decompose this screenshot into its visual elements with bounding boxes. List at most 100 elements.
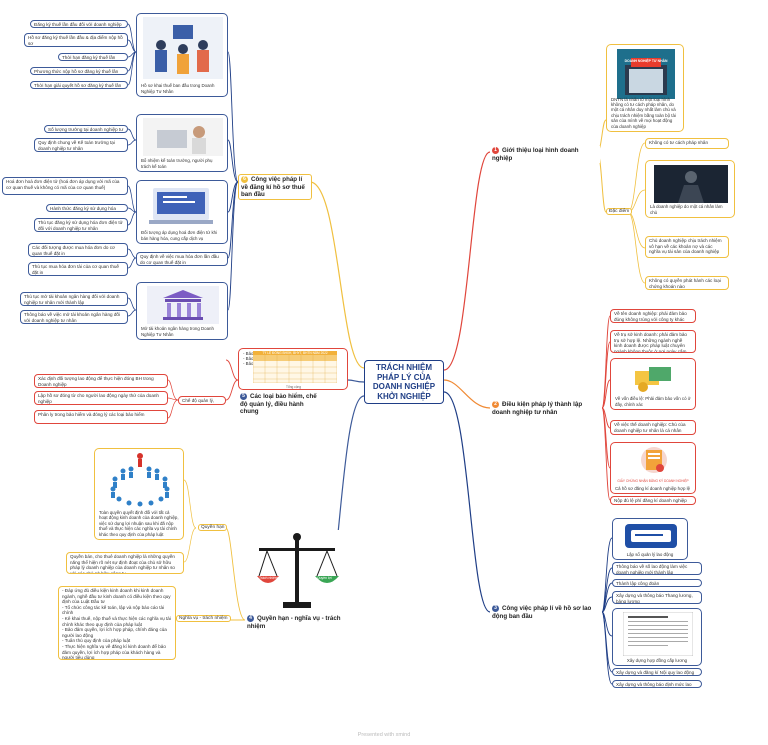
capital-caption: Về vốn điều lệ: Phải đảm bảo vốn có ở đâ… [615,396,691,407]
tax-item[interactable]: Thủ tục mở tài khoản ngân hàng đối với d… [20,292,128,306]
connector-root-b2 [443,379,491,409]
insurance-card[interactable]: - Bảo hiểm xã hội (BHXH) - Bảo hiểm y tế… [238,348,348,390]
tax-item[interactable]: Số lượng trưởng tại doanh nghiệp tư nhân [44,125,128,133]
connector-root-b3 [443,391,491,613]
tax-card-5-caption: Mở tài khoản ngân hàng trong Doanh Nghiệ… [141,326,214,337]
registration-card[interactable]: GIẤY CHỨNG NHẬN ĐĂNG KÝ DOANH NGHIỆP Cả … [610,442,696,494]
duty-item: - Đáp ứng đủ điều kiện kinh doanh khi ki… [62,588,171,605]
rights-item[interactable]: Quyền bán, cho thuê doanh nghiệp là nhữn… [66,552,184,574]
tax-card-2[interactable]: Bổ nhiệm kế toán trưởng, người phụ trách… [136,114,228,172]
feature-caption-owner: Là doanh nghiệp do một cá nhân làm chủ [650,204,723,215]
tax-item[interactable]: Phương thức nộp hồ sơ đăng ký thuế lần đ… [30,67,128,75]
insurance-table: TỶ LỆ ĐÓNG BHXH, BHYT, BHTN NĂM 2022 [253,351,337,387]
tax-people-illustration [143,17,223,79]
company-sign-illustration [617,49,675,99]
feature-item[interactable]: Chủ doanh nghiệp chịu trách nhiệm vô hạn… [645,236,729,258]
footer-credit: Presented with xmind [357,732,411,738]
certificate-text: GIẤY CHỨNG NHẬN ĐĂNG KÝ DOANH NGHIỆP [617,479,689,483]
condition-item[interactable]: Về việc thế doanh nghiệp: Chủ của doanh … [610,420,696,435]
feature-card-owner[interactable]: Là doanh nghiệp do một cá nhân làm chủ [645,160,735,218]
management-item[interactable]: Xác định đối tượng lao động để thực hiện… [34,374,168,388]
connector-root-b5 [347,379,365,383]
duties-label[interactable]: Nghĩa vụ - trách nhiệm [176,615,231,622]
condition-item[interactable]: Về tên doanh nghiệp: phải đảm bảo đúng k… [610,309,696,323]
tax-card-1[interactable]: Hồ sơ khai thuế ban đầu trong Doanh Nghi… [136,13,228,97]
branch-3-title: Công việc pháp lí về hồ sơ lao động ban … [492,605,592,620]
insurance-table-note: Tổng cộng [286,385,302,389]
root-topic[interactable]: TRÁCH NHIỆM PHÁP LÝ CỦA DOANH NGHIỆP KHỞ… [364,360,444,404]
management-item[interactable]: Phân ly trong bảo hiểm và đóng lý các lo… [34,410,168,424]
branch-number-badge: 3 [492,605,499,612]
money-illustration [635,367,671,392]
intro-card[interactable]: DOANH NGHIỆP TƯ NHÂN DNTN là nhân tố một… [606,44,684,132]
duty-item: - Thực hiện nghĩa vụ về đăng kí kinh doa… [62,643,166,660]
branch-number-badge: 5 [240,393,247,400]
duties-list[interactable]: - Đáp ứng đủ điều kiện kinh doanh khi ki… [58,586,176,660]
duty-item: - Bảo đảm quyền, lợi ích hợp pháp, chính… [62,627,167,638]
management-label[interactable]: Chế độ quản lý, điều hành chung [178,396,226,405]
labor-item[interactable]: Thông báo về số lao động làm việc doanh … [612,562,702,575]
scale-right-text: Quyền lợi [317,576,332,580]
feature-item[interactable]: Không có quyền phát hành các loại chứng … [645,276,729,290]
labor-item[interactable]: Xây dựng và thông báo Thang lương, bảng … [612,591,702,604]
tax-card-2-caption: Bổ nhiệm kế toán trưởng, người phụ trách… [141,158,213,169]
e-invoice-illustration [149,188,213,224]
contract-caption: Xây dựng hợp đồng cấp lương [626,657,688,663]
rights-scale-card[interactable]: Trách nhiệm Quyền lợi [245,530,349,622]
crowd-leader-illustration [110,453,170,507]
condition-item[interactable]: Nộp đủ lệ phí đăng kí doanh nghiệp [610,496,696,505]
tax-item[interactable]: Hồ sơ đăng ký thuế lần đầu & địa điểm nộ… [24,33,128,47]
intro-sign-text: DOANH NGHIỆP TƯ NHÂN [624,59,668,63]
labor-item[interactable]: Xây dựng và đăng kí Nội quy lao động [612,668,702,676]
insurance-table-grid [253,355,337,383]
management-item[interactable]: Lập hồ sơ đóng từ cho người lao động ngà… [34,391,168,405]
duty-item: - Tổ chức công tác kế toán, lập và nộp b… [62,604,165,616]
duty-item: - Kê khai thuế, nộp thuế và thực hiện cá… [62,615,171,627]
branch-6-title: Công việc pháp lí về đăng kí hồ sơ thuế … [241,176,305,198]
rights-label[interactable]: Quyền hạn [198,524,228,531]
features-label[interactable]: Đặc điểm [606,208,633,215]
connector-root-b1 [443,151,491,371]
contract-card[interactable]: Xây dựng hợp đồng cấp lương [612,608,702,666]
branch-number-badge: 4 [247,615,254,622]
bank-illustration [147,286,219,324]
tax-invoice-purchase-label[interactable]: Quy định về việc mua hóa đơn lần đầu do … [136,252,228,266]
tax-item[interactable]: Đăng ký thuế lần đầu đối với doanh nghiệ… [30,20,128,28]
tax-item[interactable]: Thủ tục đăng ký sử dụng hóa đơn điện tử … [34,218,128,232]
labor-book-card[interactable]: Lập sổ quản lý lao động [612,518,688,560]
scale-illustration [257,533,339,608]
tax-item[interactable]: Quy định chung về Kế toán trưởng tại doa… [34,138,128,152]
tax-card-1-caption: Hồ sơ khai thuế ban đầu trong Doanh Nghi… [141,83,215,94]
branch-1-title: Giới thiệu loại hình doanh nghiệp [492,147,579,162]
condition-item[interactable]: Về trụ sở kinh doanh: phải đảm bảo trụ s… [610,330,696,353]
labor-book-illustration [625,524,677,548]
rights-card[interactable]: Toàn quyền quyết định đối với tất cả hoạ… [94,448,184,540]
tax-item[interactable]: Thời hạn giải quyết hồ sơ đăng ký thuế l… [30,81,128,89]
tax-card-5[interactable]: Mở tài khoản ngân hàng trong Doanh Nghiệ… [136,282,228,340]
feature-item[interactable]: Không có tư cách pháp nhân [645,138,729,149]
connector-root-b6 [309,181,365,369]
intro-caption: DNTN là nhân tố một loại hình không có t… [611,96,676,129]
branch-number-badge: 6 [241,176,248,183]
branch-number-badge: 1 [492,147,499,154]
tax-item[interactable]: Thông báo về việc mở tài khoản ngân hàng… [20,310,128,324]
registration-caption: Cả hồ sơ đăng kí doanh nghiệp hợp lệ [615,485,691,491]
labor-item[interactable]: Thành lập công đoàn [612,579,702,587]
certificate-illustration [641,447,667,473]
tax-item[interactable]: Hoá đơn hoá đơn điện tử (hoá đơn áp dụng… [2,177,128,195]
branch-4-title: Quyền hạn - nghĩa vụ - trách nhiệm [247,615,341,630]
insurance-table-title: TỶ LỆ ĐÓNG BHXH, BHYT, BHTN NĂM 2022 [253,351,337,355]
tax-item[interactable]: Các đối tượng được mua hóa đơn do cơ qua… [28,243,128,257]
tax-item[interactable]: Thủ tục mua hóa đơn tài của cơ quan thuế… [28,262,128,276]
labor-item[interactable]: Xây dựng và thông báo định mức lao động [612,680,702,688]
tax-item[interactable]: Hành thức đăng ký sử dụng hóa đơn điện t… [46,204,128,212]
tax-item[interactable]: Thời hạn đăng ký thuế lần đầu [58,53,128,61]
capital-card[interactable]: Về vốn điều lệ: Phải đảm bảo vốn có ở đâ… [610,358,696,410]
tax-card-3[interactable]: Đối tượng áp dụng hoá đơn điện tử khi bá… [136,180,228,244]
